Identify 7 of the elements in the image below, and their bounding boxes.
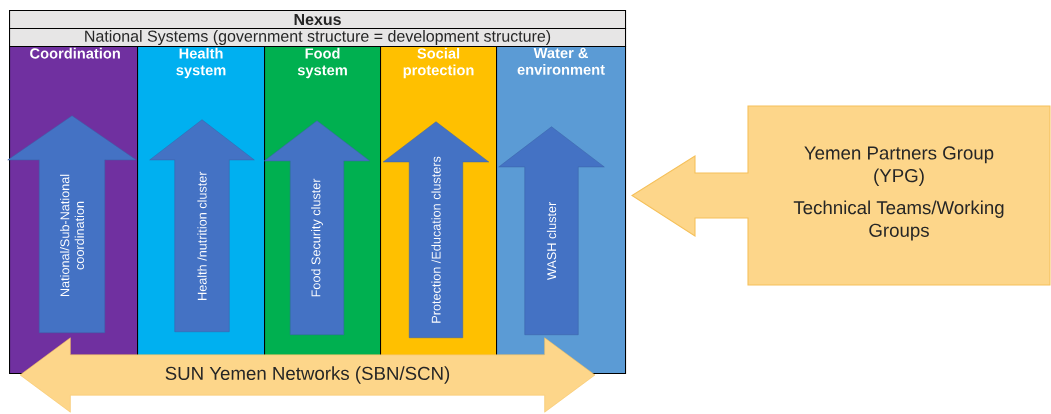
pointed-label-box: Food Security cluster bbox=[263, 120, 371, 335]
pointed-label-box: Health /nutrition cluster bbox=[149, 119, 255, 332]
pointed-label-box: WASH cluster bbox=[498, 126, 605, 335]
header-band: National Systems (government structure = development structure) bbox=[9, 28, 627, 48]
header-band: Nexus bbox=[9, 10, 627, 30]
pointed-label-box: Protection /Education clusters bbox=[382, 121, 490, 338]
pointed-label-box: National/Sub-National coordination bbox=[7, 115, 137, 333]
